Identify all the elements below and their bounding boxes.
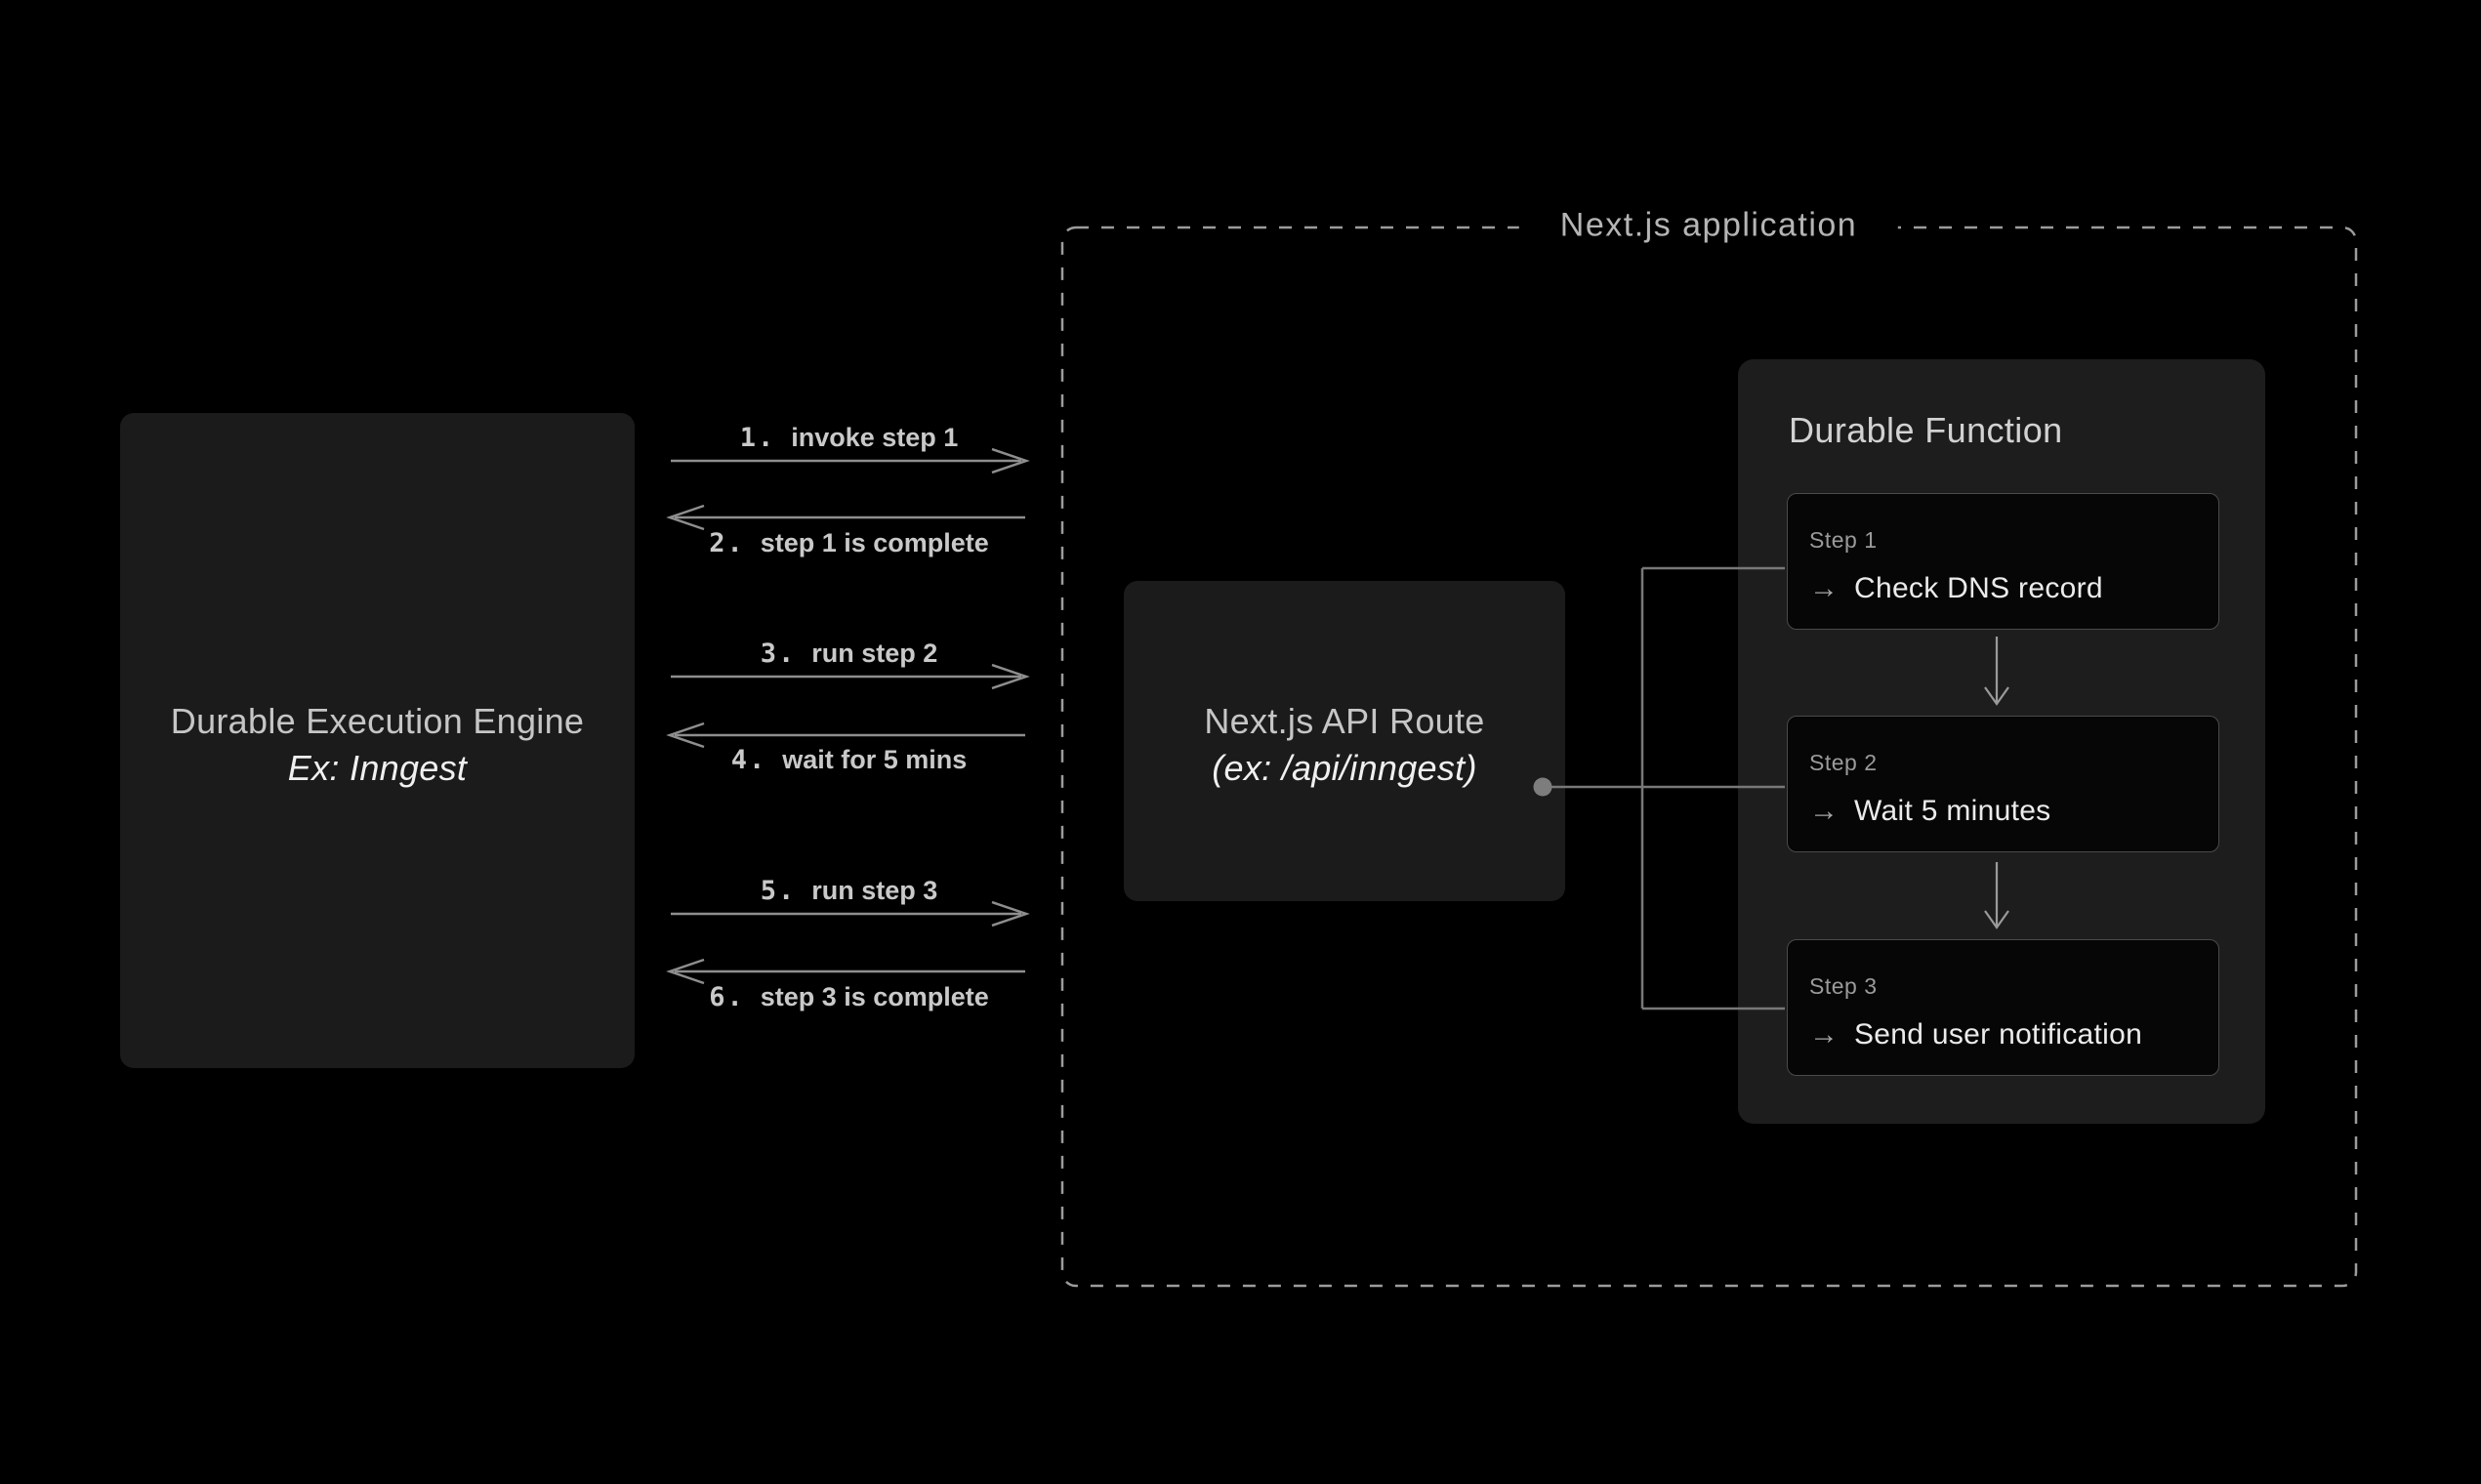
message-5-number: 5. <box>760 876 797 906</box>
engine-box-title: Durable Execution Engine <box>170 700 585 741</box>
message-2-number: 2. <box>709 528 745 558</box>
message-2: 2. step 1 is complete <box>671 528 1027 558</box>
message-1: 1. invoke step 1 <box>671 423 1027 453</box>
message-6-number: 6. <box>709 982 745 1012</box>
durable-function-title: Durable Function <box>1789 410 2063 450</box>
message-5-text: run step 3 <box>811 876 938 905</box>
arrow-right-icon: → <box>1809 795 1839 827</box>
step-card-1: Step 1 → Check DNS record <box>1787 493 2219 630</box>
nextjs-api-route-box: Next.js API Route (ex: /api/inngest) <box>1124 581 1565 901</box>
step-2-action-row: → Wait 5 minutes <box>1809 795 2051 828</box>
message-6-text: step 3 is complete <box>760 982 989 1011</box>
step-card-2: Step 2 → Wait 5 minutes <box>1787 716 2219 852</box>
step-2-action: Wait 5 minutes <box>1854 795 2051 827</box>
message-4-number: 4. <box>730 745 767 775</box>
message-2-text: step 1 is complete <box>760 528 989 557</box>
durable-execution-engine-box: Durable Execution Engine Ex: Inngest <box>120 413 635 1068</box>
engine-box-subtitle: Ex: Inngest <box>287 747 468 788</box>
arrow-step-1-complete <box>666 504 1025 531</box>
arrow-step-3-complete <box>666 958 1025 985</box>
message-5: 5. run step 3 <box>671 876 1027 906</box>
step-card-3: Step 3 → Send user notification <box>1787 939 2219 1076</box>
message-3: 3. run step 2 <box>671 639 1027 669</box>
arrow-right-icon: → <box>1809 572 1839 604</box>
api-box-subtitle: (ex: /api/inngest) <box>1212 748 1477 788</box>
message-4: 4. wait for 5 mins <box>671 745 1027 775</box>
message-3-number: 3. <box>760 639 797 669</box>
message-6: 6. step 3 is complete <box>671 982 1027 1012</box>
step-1-action-row: → Check DNS record <box>1809 572 2103 605</box>
step-3-action: Send user notification <box>1854 1018 2143 1051</box>
message-3-text: run step 2 <box>811 639 938 668</box>
step-3-action-row: → Send user notification <box>1809 1018 2142 1051</box>
nextjs-application-label: Next.js application <box>1518 200 1899 251</box>
step-2-label: Step 2 <box>1809 750 1878 775</box>
message-1-text: invoke step 1 <box>791 423 959 452</box>
api-box-title: Next.js API Route <box>1204 701 1485 741</box>
arrow-wait-5-mins <box>666 721 1025 749</box>
arrow-right-icon: → <box>1809 1018 1839 1051</box>
message-4-text: wait for 5 mins <box>782 745 968 774</box>
step-3-label: Step 3 <box>1809 973 1878 999</box>
step-1-label: Step 1 <box>1809 527 1878 553</box>
message-1-number: 1. <box>739 423 776 453</box>
step-1-action: Check DNS record <box>1854 572 2103 604</box>
